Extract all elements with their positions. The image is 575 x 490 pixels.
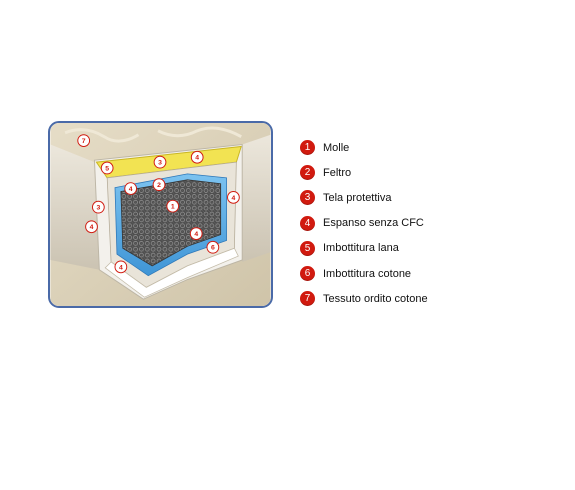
left-side-panel — [50, 144, 100, 270]
marker-4-left: 4 — [85, 220, 98, 234]
marker-4-bottom: 4 — [114, 260, 128, 274]
marker-5: 5 — [100, 161, 114, 175]
marker-3-top: 3 — [153, 155, 167, 169]
svg-text:5: 5 — [105, 165, 109, 172]
marker-4-inner-left: 4 — [124, 182, 138, 195]
legend-label: Tessuto ordito cotone — [323, 292, 428, 305]
svg-text:6: 6 — [211, 245, 215, 252]
svg-text:4: 4 — [90, 224, 94, 231]
marker-4-inner-right: 4 — [189, 227, 203, 240]
svg-text:3: 3 — [96, 205, 100, 212]
marker-7: 7 — [77, 134, 91, 147]
marker-1: 1 — [166, 199, 180, 213]
legend-label: Molle — [323, 141, 350, 154]
svg-text:4: 4 — [194, 231, 198, 238]
layer-legend: 1 Molle 2 Feltro 3 Tela protettiva 4 Esp… — [300, 135, 428, 311]
marker-2: 2 — [152, 178, 166, 192]
legend-item-imbottitura-lana: 5 Imbottitura lana — [300, 236, 428, 261]
svg-text:2: 2 — [157, 182, 161, 189]
svg-text:1: 1 — [171, 204, 175, 211]
legend-item-tela-protettiva: 3 Tela protettiva — [300, 185, 428, 210]
marker-4-right: 4 — [227, 191, 240, 204]
right-side-panel — [242, 134, 271, 262]
legend-number-badge: 4 — [300, 215, 315, 231]
legend-item-imbottitura-cotone: 6 Imbottitura cotone — [300, 261, 428, 286]
legend-item-tessuto-ordito: 7 Tessuto ordito cotone — [300, 286, 428, 311]
legend-number-badge: 5 — [300, 240, 315, 256]
legend-number-badge: 1 — [300, 140, 315, 156]
svg-text:4: 4 — [129, 186, 133, 193]
legend-item-molle: 1 Molle — [300, 135, 428, 160]
legend-number-badge: 6 — [300, 266, 315, 282]
spring-core — [120, 179, 222, 267]
legend-number-badge: 2 — [300, 165, 315, 181]
svg-text:4: 4 — [195, 155, 199, 162]
legend-number-badge: 7 — [300, 291, 315, 307]
svg-text:4: 4 — [232, 195, 236, 202]
legend-label: Feltro — [323, 166, 352, 179]
marker-4-top-right: 4 — [190, 150, 204, 164]
bottom-padding-strip — [104, 247, 239, 298]
legend-label: Imbottitura cotone — [323, 267, 412, 280]
marker-3-left: 3 — [91, 200, 105, 214]
legend-item-feltro: 2 Feltro — [300, 160, 428, 185]
marker-6: 6 — [206, 240, 220, 254]
legend-item-espanso: 4 Espanso senza CFC — [300, 211, 428, 236]
mattress-cutaway-figure: 7 5 3 4 4 2 1 3 — [48, 121, 273, 308]
legend-number-badge: 3 — [300, 190, 315, 206]
svg-text:7: 7 — [82, 138, 86, 145]
legend-label: Tela protettiva — [323, 191, 392, 204]
legend-label: Espanso senza CFC — [323, 217, 424, 230]
legend-label: Imbottitura lana — [323, 242, 399, 255]
mattress-cutaway-icon: 7 5 3 4 4 2 1 3 — [50, 123, 271, 306]
svg-text:4: 4 — [119, 264, 123, 271]
svg-text:3: 3 — [158, 160, 162, 167]
